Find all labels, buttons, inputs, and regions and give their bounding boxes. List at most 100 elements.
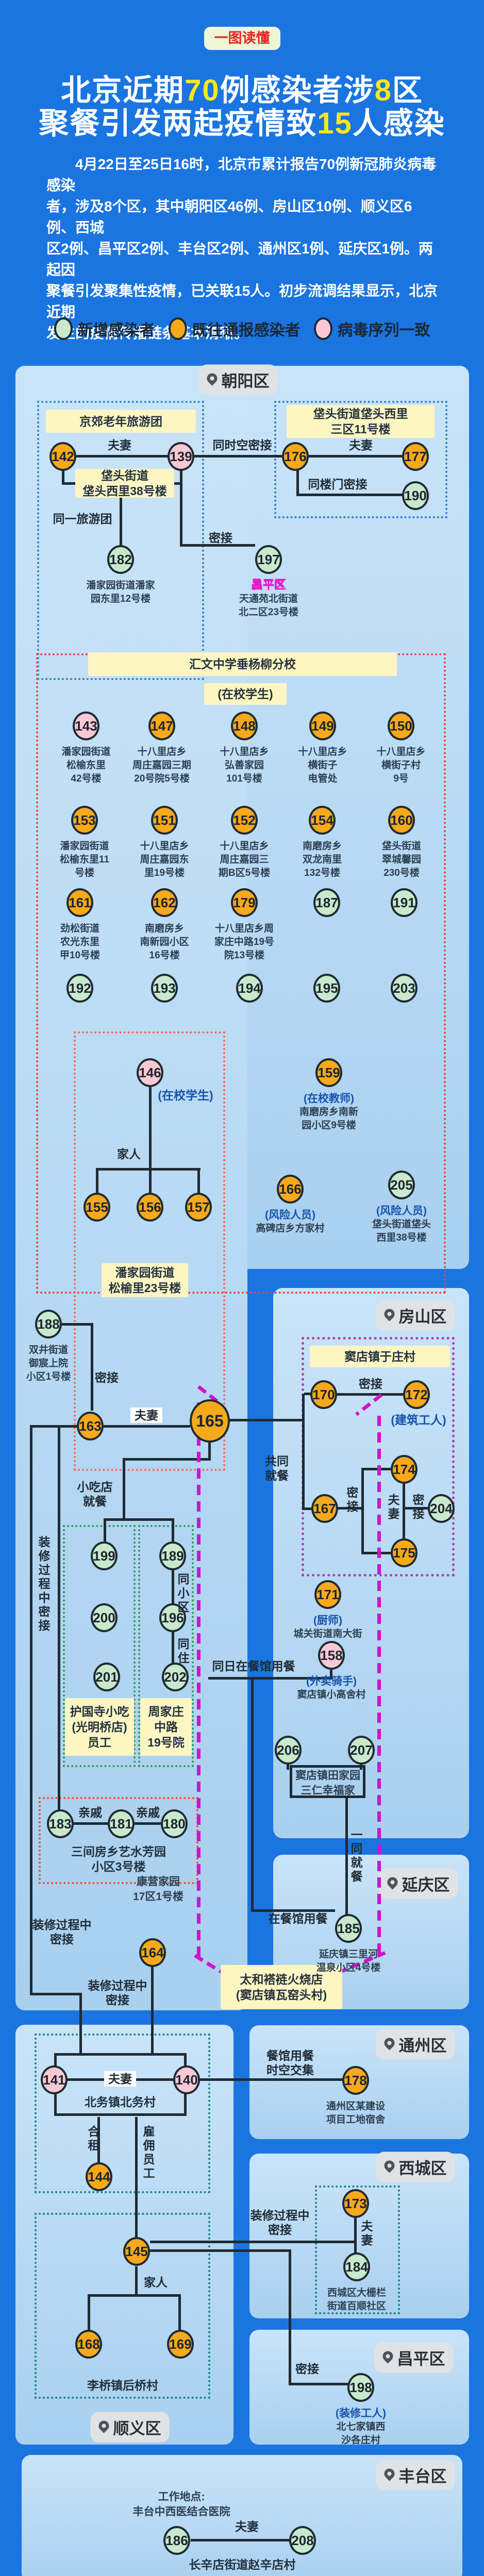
edge-label: 夫妻 xyxy=(130,1408,162,1423)
case-address-line: 十八里店乡 xyxy=(220,747,269,757)
edge-label: 同住 xyxy=(177,1637,190,1665)
location-pin-icon xyxy=(380,2348,395,2364)
case-node-162: 162 xyxy=(151,888,178,917)
case-node-label: 通州区某建设项目工地宿舍 xyxy=(312,2100,399,2127)
edge-line xyxy=(403,1507,428,1510)
case-address-line: 周庄嘉园东 xyxy=(140,854,189,865)
edge-label: 雇佣员工 xyxy=(143,2125,155,2180)
edge-label: 装修过程中密接 xyxy=(251,2208,310,2237)
edge-line xyxy=(79,1993,82,2054)
case-node-176: 176 xyxy=(282,442,309,471)
edge-line xyxy=(403,1484,405,1538)
case-node-159: 159 xyxy=(315,1058,342,1087)
location-pin-icon xyxy=(382,2035,397,2050)
case-address-line: 里19号楼 xyxy=(144,868,185,878)
case-node-179: 179 xyxy=(231,888,258,917)
edge-line xyxy=(150,2249,291,2252)
edge-label: 密接 xyxy=(295,2362,319,2376)
case-node-label: 劲松街道农光东里甲10号楼 xyxy=(36,922,124,962)
case-address-line: 十八里店乡 xyxy=(220,841,269,852)
case-node-187: 187 xyxy=(313,888,340,917)
edge-line xyxy=(149,1168,152,1194)
cluster-box xyxy=(35,2213,210,2399)
case-node-label: 十八里店乡周家庄中路19号院13号楼 xyxy=(201,922,288,962)
place-label-box: 垡头街道垡头西里三区11号楼 xyxy=(287,405,435,438)
case-node-174: 174 xyxy=(391,1455,418,1484)
case-node-label: 十八里店乡周庄嘉园东里19号楼 xyxy=(121,840,208,880)
title-segment: 15 xyxy=(317,107,353,140)
edge-label-line: 三间房乡艺水芳园 xyxy=(71,1845,166,1858)
edge-line xyxy=(345,1798,348,1916)
edge-label: 三间房乡艺水芳园小区3号楼 xyxy=(62,1844,175,1874)
district-badge-西城区: 西城区 xyxy=(376,2151,455,2182)
case-role: (装修工人) xyxy=(336,2408,386,2419)
case-node-207: 207 xyxy=(348,1736,375,1765)
case-address-line: 16号楼 xyxy=(149,950,180,961)
edge-label: 同一旅游团 xyxy=(53,512,112,526)
case-address-line: 甲10号楼 xyxy=(59,950,101,961)
case-node-157: 157 xyxy=(185,1193,212,1222)
case-address-line: 小区1号楼 xyxy=(26,1371,71,1382)
place-label-line: 垡头街道 xyxy=(101,469,148,482)
intro-line: 聚餐引发聚集性疫情，已关联15人。初步流调结果显示，北京近期 xyxy=(46,283,438,320)
case-address-line: 十八里店乡 xyxy=(298,747,347,757)
case-node-205: 205 xyxy=(388,1171,415,1199)
case-address-line: 园东里12号楼 xyxy=(90,594,151,604)
cluster-box xyxy=(74,1031,225,1471)
edge-line xyxy=(88,2294,90,2330)
case-address-line: 街道百顺社区 xyxy=(327,2301,386,2312)
edge-label-line: 丰台中西医结合医院 xyxy=(132,2506,230,2518)
edge-line xyxy=(360,1765,362,1770)
place-label-line: 员工 xyxy=(88,1736,111,1749)
case-district: 昌平区 xyxy=(252,580,285,591)
legend-dot-icon xyxy=(313,317,332,340)
edge-label-line: 小区3号楼 xyxy=(91,1860,146,1873)
header-tag: 一图读懂 xyxy=(204,27,280,50)
title-segment: 聚餐引发两起疫情致 xyxy=(39,107,318,140)
case-node-143: 143 xyxy=(73,711,99,740)
edge-label: 夫妻 xyxy=(361,2219,373,2247)
edge-line xyxy=(304,1507,312,1510)
legend-label: 新增感染者 xyxy=(77,322,155,339)
case-address-line: 城关街道南大街 xyxy=(293,1629,362,1639)
case-node-168: 168 xyxy=(75,2330,102,2359)
case-address-line: 电管处 xyxy=(308,773,338,784)
place-label-box: 护国寺小吃(光明桥店)员工 xyxy=(65,1698,134,1756)
edge-line xyxy=(104,1518,174,1521)
case-node-161: 161 xyxy=(66,888,93,917)
place-label-box: 窦店镇于庄村 xyxy=(310,1346,450,1367)
edge-label: 长辛店街道赵辛店村 xyxy=(189,2558,296,2571)
location-pin-icon xyxy=(385,1874,400,1890)
case-address-line: 20号院5号楼 xyxy=(134,773,190,784)
case-node-201: 201 xyxy=(93,1663,120,1691)
place-label-line: (窦店镇瓦窑头村) xyxy=(236,1988,327,2002)
case-node-label: 延庆镇三里河温泉小区4号楼 xyxy=(305,1948,392,1975)
edge-line xyxy=(172,1518,174,1542)
edge-label: 装修过程中密接 xyxy=(38,1535,51,1632)
edge-label: 同小区 xyxy=(177,1572,190,1614)
legend-dot-icon xyxy=(54,317,73,340)
case-address-line: 院13号楼 xyxy=(224,950,265,961)
district-badge-昌平区: 昌平区 xyxy=(374,2342,454,2373)
edge-line xyxy=(354,2218,357,2253)
edge-line xyxy=(58,1425,60,1811)
edge-label: 密接 xyxy=(95,1371,119,1384)
edge-line xyxy=(172,1570,174,1604)
legend-item: 病毒序列一致 xyxy=(313,317,430,340)
edge-line xyxy=(31,1425,78,1428)
case-node-198: 198 xyxy=(347,2373,374,2402)
case-address-line: 潘家园街道潘家 xyxy=(86,580,155,591)
case-node-185: 185 xyxy=(335,1914,362,1943)
case-address-line: 御宸上院 xyxy=(28,1358,68,1369)
case-address-line: 南磨房乡南新 xyxy=(299,1107,358,1117)
cluster-box xyxy=(63,1525,136,1767)
edge-line xyxy=(338,1507,362,1510)
case-node-label: 双井街道御宸上院小区1号楼 xyxy=(5,1344,92,1384)
case-node-160: 160 xyxy=(388,806,415,835)
place-label-box: 京郊老年旅游团 xyxy=(46,410,196,433)
